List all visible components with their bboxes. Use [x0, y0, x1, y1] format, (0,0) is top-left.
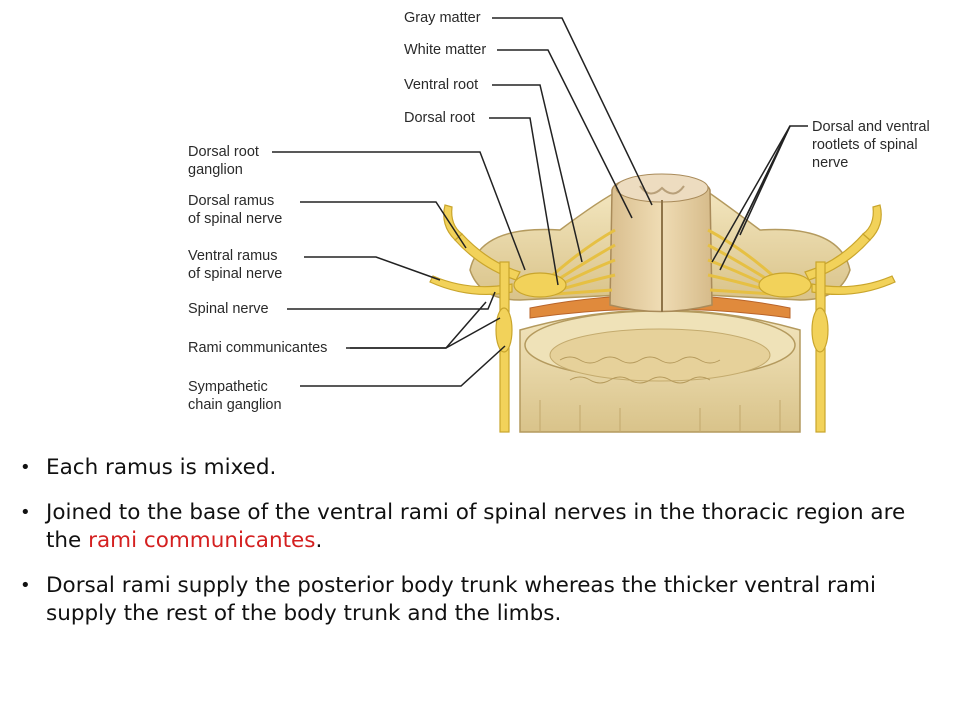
- diagram-illustration: [272, 17, 896, 433]
- bullet-text-pre: Joined to the base of the ventral rami o…: [46, 500, 906, 553]
- bullet-item: • Dorsal rami supply the posterior body …: [20, 572, 940, 628]
- label-ventral-ramus-line2: of spinal nerve: [188, 266, 283, 282]
- label-rootlets-line3: nerve: [812, 155, 849, 171]
- vertebral-body: [519, 309, 801, 433]
- label-rootlets-line2: rootlets of spinal: [812, 137, 918, 153]
- label-dorsal-ramus-line1: Dorsal ramus: [188, 193, 275, 209]
- bullet-text: Joined to the base of the ventral rami o…: [46, 500, 905, 553]
- highlight-rami-communicantes: rami communicantes: [88, 528, 316, 553]
- bullet-marker: •: [20, 502, 31, 523]
- bullet-marker: •: [20, 575, 31, 596]
- bullet-text: Each ramus is mixed.: [46, 455, 277, 480]
- label-drg-line2: ganglion: [188, 162, 243, 178]
- label-ventral-root: Ventral root: [404, 77, 479, 93]
- bullet-list: • Each ramus is mixed. • Joined to the b…: [20, 454, 940, 645]
- label-rami-communicantes: Rami communicantes: [188, 340, 328, 356]
- spinal-nerve-diagram: Gray matter White matter Ventral root Do…: [188, 10, 930, 433]
- leader-lines: [272, 17, 808, 387]
- label-white-matter: White matter: [404, 42, 487, 58]
- label-sympathetic-line1: Sympathetic: [188, 379, 268, 395]
- label-dorsal-ramus-line2: of spinal nerve: [188, 211, 283, 227]
- bullet-item: • Joined to the base of the ventral rami…: [20, 499, 940, 555]
- label-sympathetic-line2: chain ganglion: [188, 397, 282, 413]
- label-dorsal-root: Dorsal root: [404, 110, 475, 126]
- bullet-marker: •: [20, 457, 31, 478]
- bullet-text: Dorsal rami supply the posterior body tr…: [46, 573, 876, 626]
- bullet-text-post: .: [315, 528, 323, 553]
- label-rootlets-line1: Dorsal and ventral: [812, 119, 930, 135]
- spinal-cord: [609, 173, 713, 313]
- label-gray-matter: Gray matter: [404, 10, 481, 26]
- label-spinal-nerve: Spinal nerve: [188, 301, 269, 317]
- bullet-item: • Each ramus is mixed.: [20, 454, 940, 482]
- label-ventral-ramus-line1: Ventral ramus: [188, 248, 278, 264]
- label-drg-line1: Dorsal root: [188, 144, 259, 160]
